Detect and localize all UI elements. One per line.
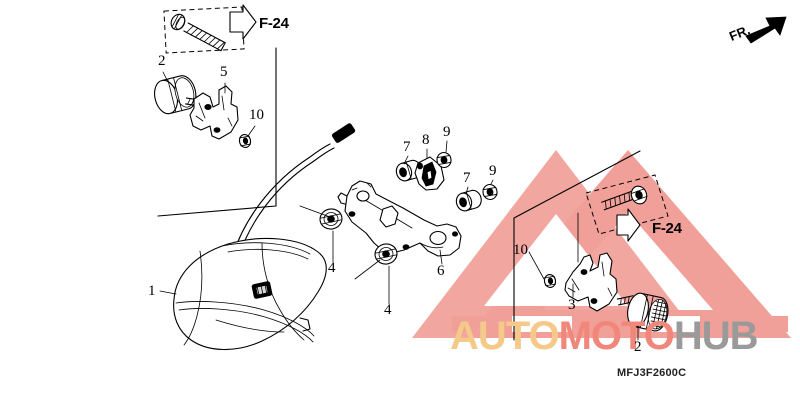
- reference-label-f24-top[interactable]: F-24: [259, 15, 289, 32]
- leader-lines-main: [159, 71, 494, 305]
- part-9-nut-b: [482, 183, 498, 201]
- part-4-grommet-b: [374, 243, 398, 265]
- assembly-frame-lines: [157, 47, 641, 341]
- part-3-stay-right: [564, 252, 618, 312]
- leader-lines-inset: [528, 251, 639, 341]
- part-9-nut-a: [436, 151, 452, 169]
- part-2-cushion-left: [154, 75, 211, 115]
- callout-part-4-a[interactable]: 4: [328, 260, 336, 276]
- callout-part-7-a[interactable]: 7: [403, 139, 411, 155]
- f24-arrow-top: [229, 4, 257, 40]
- f24-arrow-inset: [616, 208, 641, 242]
- callout-part-7-b[interactable]: 7: [463, 170, 471, 186]
- control-cable: [231, 123, 356, 260]
- part-2-cushion-inset: [616, 292, 669, 332]
- callout-part-10[interactable]: 10: [249, 107, 264, 123]
- part-7-bushing-b: [455, 189, 482, 212]
- part-5-stay-left: [189, 85, 239, 140]
- callout-part-8[interactable]: 8: [422, 132, 430, 148]
- callout-part-4-b[interactable]: 4: [384, 302, 392, 318]
- callout-part-2-inset[interactable]: 2: [634, 339, 642, 355]
- callout-part-9-b[interactable]: 9: [489, 163, 497, 179]
- callout-part-1[interactable]: 1: [148, 283, 156, 299]
- part-10-washer-left: [238, 133, 252, 149]
- callout-part-10-inset[interactable]: 10: [513, 242, 528, 258]
- callout-part-6[interactable]: 6: [437, 263, 445, 279]
- part-4-grommet-a: [319, 208, 343, 230]
- inset-bolt-detail: [585, 174, 669, 235]
- front-direction-arrow-icon: [745, 16, 787, 44]
- part-8-lock-catch: [414, 156, 445, 191]
- part-1-top-box-body: [173, 237, 327, 351]
- part-6-carrier-bracket: [337, 180, 462, 257]
- callout-part-5[interactable]: 5: [220, 64, 228, 80]
- part-10-washer-inset: [543, 273, 557, 289]
- bolt-detail-top-left: [163, 6, 245, 54]
- callout-part-3[interactable]: 3: [568, 297, 576, 313]
- callout-part-2[interactable]: 2: [158, 53, 166, 69]
- drawing-code-label: MFJ3F2600C: [617, 367, 687, 379]
- callout-part-9-a[interactable]: 9: [443, 124, 451, 140]
- reference-label-f24-inset[interactable]: F-24: [652, 220, 682, 237]
- watermark-logo: [412, 150, 791, 338]
